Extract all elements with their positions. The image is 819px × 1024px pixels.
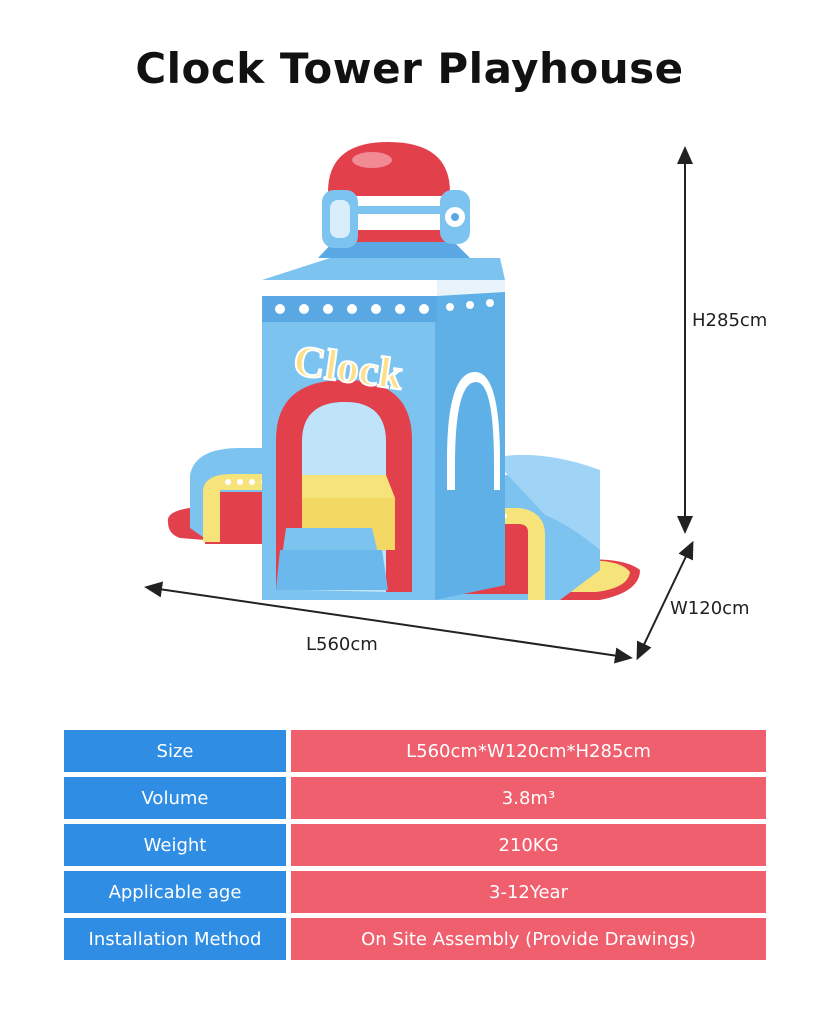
spec-value: On Site Assembly (Provide Drawings) xyxy=(291,918,766,960)
spec-label: Installation Method xyxy=(64,918,286,960)
table-row: Applicable age 3-12Year xyxy=(64,871,766,913)
table-row: Size L560cm*W120cm*H285cm xyxy=(64,730,766,772)
spec-value: 3.8m³ xyxy=(291,777,766,819)
dimension-arrows xyxy=(144,146,694,664)
spec-value: 210KG xyxy=(291,824,766,866)
front-arch xyxy=(276,380,412,592)
width-label: W120cm xyxy=(670,598,750,619)
height-label: H285cm xyxy=(692,310,768,331)
table-row: Installation Method On Site Assembly (Pr… xyxy=(64,918,766,960)
spec-value: L560cm*W120cm*H285cm xyxy=(291,730,766,772)
playhouse-illustration: Clock xyxy=(144,142,694,664)
page-title: Clock Tower Playhouse xyxy=(135,44,684,93)
width-arrow xyxy=(636,540,694,661)
table-row: Weight 210KG xyxy=(64,824,766,866)
spec-table: Size L560cm*W120cm*H285cm Volume 3.8m³ W… xyxy=(64,725,766,965)
side-arch xyxy=(447,372,500,490)
spec-value: 3-12Year xyxy=(291,871,766,913)
dome xyxy=(318,142,470,258)
table-row: Volume 3.8m³ xyxy=(64,777,766,819)
length-label: L560cm xyxy=(306,634,378,655)
length-arrow xyxy=(144,581,633,664)
spec-label: Applicable age xyxy=(64,871,286,913)
spec-label: Weight xyxy=(64,824,286,866)
spec-label: Volume xyxy=(64,777,286,819)
spec-label: Size xyxy=(64,730,286,772)
